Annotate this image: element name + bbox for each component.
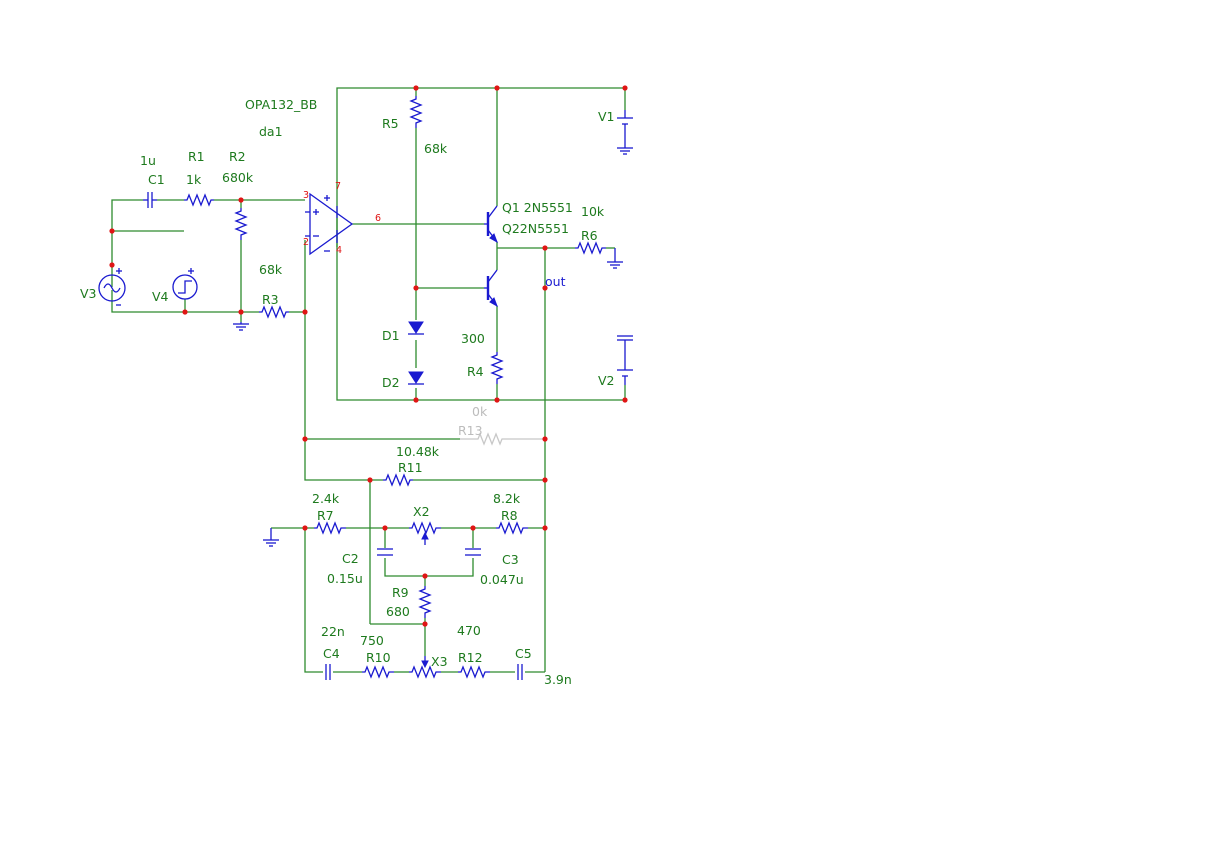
x2-label: X2	[413, 504, 430, 519]
r6-value: 10k	[581, 204, 605, 219]
capacitor-c3[interactable]	[465, 548, 481, 556]
ground-r6	[607, 248, 623, 269]
resistor-r3[interactable]	[259, 305, 289, 319]
capacitor-c5[interactable]	[517, 664, 523, 680]
resistor-r13[interactable]	[460, 432, 545, 446]
r7-value: 2.4k	[312, 491, 340, 506]
resistor-r11[interactable]	[383, 473, 413, 487]
r3-value: 68k	[259, 262, 283, 277]
battery-v2[interactable]	[617, 335, 633, 385]
net-out-label: out	[545, 274, 566, 289]
ground-r7	[263, 528, 279, 547]
r10-label: R10	[366, 650, 391, 665]
c1-value: 1u	[140, 153, 156, 168]
capacitor-c4[interactable]	[325, 664, 331, 680]
potentiometer-x3[interactable]	[409, 656, 441, 679]
r8-value: 8.2k	[493, 491, 521, 506]
r5-value: 68k	[424, 141, 448, 156]
c4-value: 22n	[321, 624, 345, 639]
c2-value: 0.15u	[327, 571, 363, 586]
transistor-q1[interactable]	[484, 205, 498, 244]
r12-label: R12	[458, 650, 483, 665]
opamp-pin-minus: 2	[303, 237, 309, 248]
resistor-r9[interactable]	[418, 586, 432, 618]
opamp-pin-vplus: 7	[335, 181, 341, 192]
r9-value: 680	[386, 604, 410, 619]
r2-value: 680k	[222, 170, 254, 185]
r4-value: 300	[461, 331, 485, 346]
resistor-r5[interactable]	[409, 96, 423, 128]
transistor-q2[interactable]	[484, 269, 498, 308]
pulse-source-v4[interactable]	[172, 268, 198, 300]
r13-value: 0k	[472, 404, 488, 419]
q1-label: Q1 2N5551	[502, 200, 573, 215]
r7-label: R7	[317, 508, 334, 523]
v3-label: V3	[80, 286, 97, 301]
v1-label: V1	[598, 109, 615, 124]
r5-label: R5	[382, 116, 399, 131]
r10-value: 750	[360, 633, 384, 648]
c5-label: C5	[515, 646, 532, 661]
resistor-r2[interactable]	[234, 208, 248, 240]
r11-label: R11	[398, 460, 423, 475]
opamp-pin-out: 6	[375, 213, 381, 224]
r2-label: R2	[229, 149, 246, 164]
resistor-r6[interactable]	[575, 241, 606, 255]
c4-label: C4	[323, 646, 340, 661]
r13-label: R13	[458, 423, 483, 438]
r1-label: R1	[188, 149, 205, 164]
resistor-r12[interactable]	[458, 665, 490, 679]
r6-label: R6	[581, 228, 598, 243]
r11-value: 10.48k	[396, 444, 440, 459]
d2-label: D2	[382, 375, 400, 390]
ground-r3	[233, 322, 249, 331]
r9-label: R9	[392, 585, 409, 600]
r4-label: R4	[467, 364, 484, 379]
c5-value: 3.9n	[544, 672, 572, 687]
resistor-r4[interactable]	[490, 352, 504, 384]
wires	[111, 87, 626, 673]
r3-label: R3	[262, 292, 279, 307]
resistor-r7[interactable]	[314, 521, 346, 535]
diode-d1[interactable]	[408, 321, 424, 335]
v2-label: V2	[598, 373, 615, 388]
r12-value: 470	[457, 623, 481, 638]
resistor-r1[interactable]	[184, 193, 214, 207]
diode-d2[interactable]	[408, 371, 424, 385]
opamp-model-label: OPA132_BB	[245, 97, 317, 112]
resistor-r10[interactable]	[362, 665, 394, 679]
opamp-name-label: da1	[259, 124, 283, 139]
potentiometer-x2[interactable]	[409, 521, 441, 545]
q2-label: Q22N5551	[502, 221, 569, 236]
capacitor-c2[interactable]	[377, 548, 393, 556]
opamp-symbol[interactable]	[305, 192, 354, 256]
c1-label: C1	[148, 172, 165, 187]
d1-label: D1	[382, 328, 400, 343]
junction-dots	[109, 85, 628, 627]
battery-v1[interactable]	[617, 110, 633, 155]
opamp-pin-vminus: 4	[336, 245, 342, 256]
c3-value: 0.047u	[480, 572, 524, 587]
capacitor-c1[interactable]	[143, 192, 157, 208]
r8-label: R8	[501, 508, 518, 523]
opamp-pin-plus: 3	[303, 190, 309, 201]
c2-label: C2	[342, 551, 359, 566]
r1-value: 1k	[186, 172, 202, 187]
v4-label: V4	[152, 289, 169, 304]
x3-label: X3	[431, 654, 448, 669]
c3-label: C3	[502, 552, 519, 567]
signal-source-v3[interactable]	[98, 268, 126, 306]
resistor-r8[interactable]	[496, 521, 528, 535]
